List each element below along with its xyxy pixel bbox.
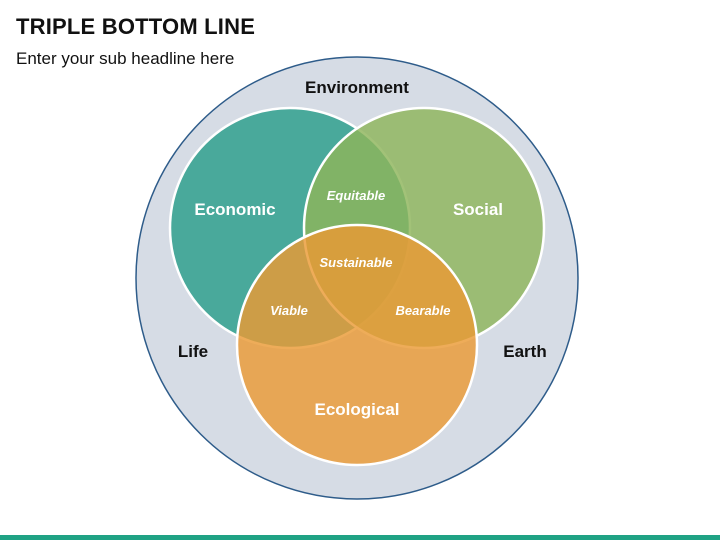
social-label: Social [453,200,503,219]
earth-label: Earth [503,342,546,361]
viable-label: Viable [270,303,308,318]
environment-label: Environment [305,78,409,97]
economic-label: Economic [194,200,275,219]
page-subtitle: Enter your sub headline here [16,49,235,68]
bottom-accent-bar [0,535,720,540]
bearable-label: Bearable [396,303,451,318]
ecological-label: Ecological [314,400,399,419]
page-title: TRIPLE BOTTOM LINE [16,14,256,39]
sustainable-label: Sustainable [320,255,393,270]
ecological-circle [235,223,479,467]
equitable-label: Equitable [327,188,386,203]
life-label: Life [178,342,208,361]
